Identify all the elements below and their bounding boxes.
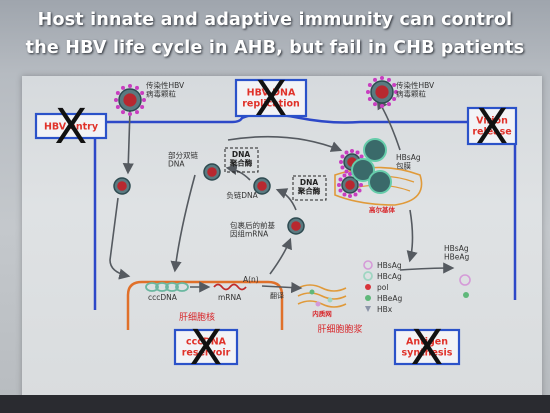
label-polya: A(n) [243, 275, 259, 284]
released-hbeag-particle [463, 292, 469, 298]
blocked-x-mark: X [55, 99, 88, 155]
arrow-recycle [170, 174, 196, 273]
legend-item: HBcAg [363, 271, 402, 281]
step-label: HBV entry [44, 121, 99, 132]
virion-entered [113, 177, 131, 195]
step-box [34, 112, 108, 140]
cccdna-circles [145, 282, 189, 292]
legend-item: HBx [365, 305, 393, 314]
step-box [234, 78, 308, 118]
slide-title-line-1: Host innate and adaptive immunity can co… [37, 10, 513, 30]
label-mrna: mRNA [218, 293, 242, 302]
step-box [393, 328, 461, 366]
label-pgrna: 包裹后的前基因组mRNA [230, 220, 275, 239]
hbsag-envelope-particles [351, 138, 392, 194]
virion-outgoing [366, 76, 398, 108]
arrow-translation [261, 281, 303, 294]
endoplasmic-reticulum [297, 284, 347, 308]
arrow-pgrna [269, 237, 292, 275]
arrow-subviral [399, 262, 455, 274]
blocked-x-mark: X [255, 71, 288, 127]
nucleocapsid-neg-strand [253, 177, 271, 195]
arrow-to-golgi [227, 135, 343, 152]
label-cccdna: cccDNA [148, 293, 178, 302]
legend-label: pol [377, 283, 388, 292]
label-neg-strand-dna: 负链DNA [226, 190, 258, 200]
arrow-entry [122, 109, 134, 175]
dna-polymerase-box-1 [224, 147, 259, 173]
label-er: 内质网 [312, 309, 332, 318]
arrow-secretion [406, 209, 418, 263]
legend-item: HBeAg [365, 294, 403, 303]
released-hbsag-particle [459, 274, 471, 286]
screen-bezel [0, 395, 550, 413]
virion-incoming [114, 84, 146, 116]
step-box [466, 106, 518, 146]
arrow-to-nucleus [109, 197, 131, 280]
step-box [173, 328, 239, 366]
dna-polymerase-box-2 [292, 175, 327, 201]
label-translation: 翻译 [270, 291, 284, 300]
label-golgi: 高尔基体 [369, 205, 396, 214]
legend-label: HBx [377, 305, 393, 314]
nucleocapsid-partial-ds [203, 163, 221, 181]
legend-label: HBsAg [377, 261, 402, 270]
legend-label: HBcAg [377, 272, 402, 281]
blocked-x-mark: X [476, 99, 509, 155]
mrna-strand [213, 283, 247, 291]
blocked-x-mark: X [190, 320, 223, 376]
legend-item: HBsAg [363, 260, 402, 270]
blocked-x-mark: X [411, 320, 444, 376]
label-nucleus: 肝细胞核 [179, 311, 215, 323]
legend-label: HBeAg [377, 294, 403, 303]
legend-item: pol [365, 283, 388, 292]
slide-title-line-2: the HBV life cycle in AHB, but fail in C… [25, 38, 525, 58]
arrow-neg-strand [275, 188, 297, 211]
cell-membrane [93, 112, 517, 300]
label-cytoplasm: 肝细胞胞浆 [317, 323, 362, 335]
arrow-partial-ds [225, 163, 251, 181]
nucleocapsid-pgrna [287, 217, 305, 235]
